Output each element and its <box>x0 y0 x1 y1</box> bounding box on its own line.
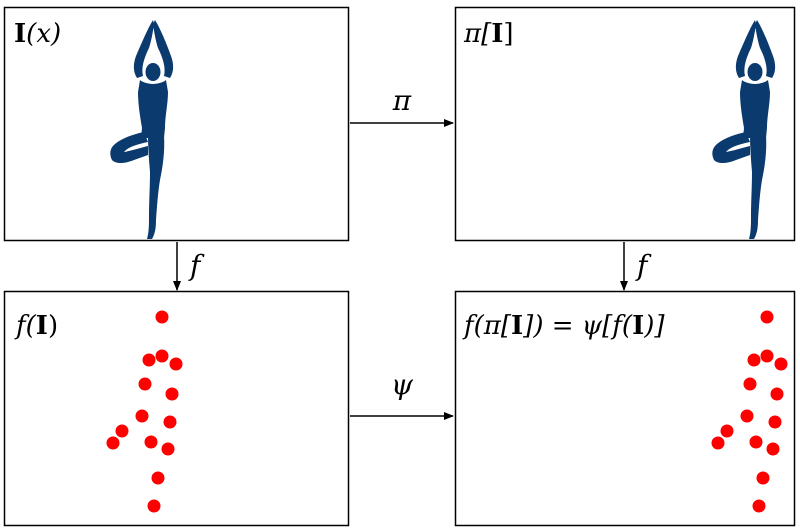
keypoint <box>760 349 774 363</box>
keypoint <box>711 436 725 450</box>
label-transformed-image: π[I] <box>463 19 514 49</box>
keypoint <box>720 424 734 438</box>
keypoint <box>142 353 156 367</box>
panel-image <box>3 6 350 242</box>
keypoint <box>774 357 788 371</box>
keypoint <box>144 435 158 449</box>
keypoints-shifted <box>711 310 788 513</box>
label-features: f(I) <box>14 311 58 341</box>
panel-features <box>3 290 350 527</box>
keypoint <box>115 424 129 438</box>
panel-transformed-image <box>454 6 796 242</box>
keypoint <box>147 499 161 513</box>
keypoint <box>766 442 780 456</box>
keypoint <box>151 471 165 485</box>
keypoint <box>161 442 175 456</box>
keypoint <box>163 415 177 429</box>
keypoint <box>138 377 152 391</box>
yoga-silhouette-shifted <box>712 20 776 239</box>
keypoint <box>768 415 782 429</box>
yoga-silhouette-original <box>110 20 174 239</box>
keypoint <box>740 409 754 423</box>
keypoints-original <box>106 310 183 513</box>
label-transformed-features: f(π[I]) = ψ[f(I)] <box>462 311 665 341</box>
keypoint <box>747 353 761 367</box>
keypoint <box>165 387 179 401</box>
keypoint <box>155 310 169 324</box>
keypoint <box>743 377 757 391</box>
keypoint <box>155 349 169 363</box>
keypoint <box>770 387 784 401</box>
keypoint <box>752 499 766 513</box>
arrow-label-f-right: f <box>635 249 652 282</box>
arrow-label-pi: π <box>392 84 412 117</box>
label-image: I(x) <box>14 19 61 49</box>
panel-transformed-features <box>454 290 796 527</box>
keypoint <box>756 471 770 485</box>
keypoint <box>749 435 763 449</box>
arrow-label-f-left: f <box>188 249 205 282</box>
keypoint <box>135 409 149 423</box>
keypoint <box>106 436 120 450</box>
arrow-label-psi: ψ <box>391 368 414 401</box>
keypoint <box>760 310 774 324</box>
keypoint <box>169 357 183 371</box>
